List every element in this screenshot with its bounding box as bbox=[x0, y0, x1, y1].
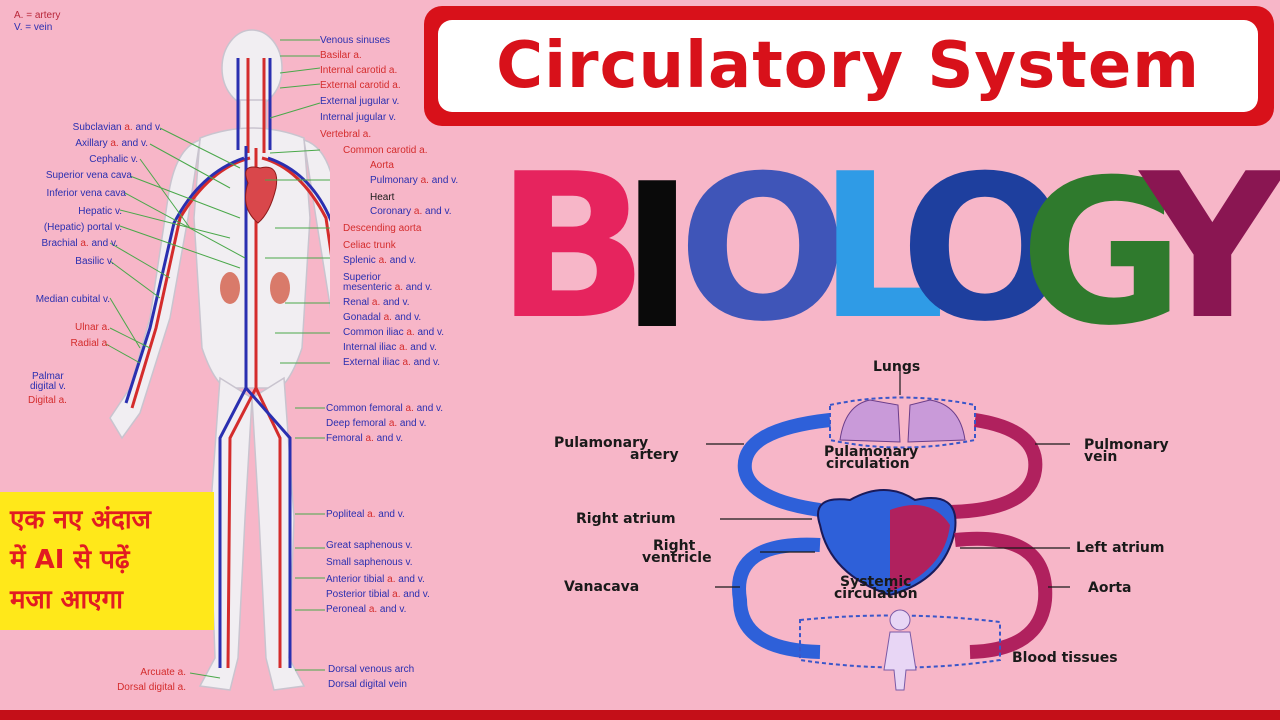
diagram-label-pul-circ-2: circulation bbox=[826, 456, 910, 472]
label-external-carotid: External carotid a. bbox=[320, 80, 401, 91]
label-palmar-2: digital v. bbox=[30, 381, 66, 392]
hindi-line-1: एक नए अंदाज bbox=[10, 505, 151, 535]
diagram-label-right-atrium: Right atrium bbox=[576, 511, 676, 527]
label-peroneal: Peroneal a. and v. bbox=[326, 604, 407, 615]
label-internal-iliac: Internal iliac a. and v. bbox=[343, 342, 437, 353]
label-gonadal: Gonadal a. and v. bbox=[343, 312, 422, 323]
label-great-saphenous: Great saphenous v. bbox=[326, 540, 413, 551]
label-common-femoral: Common femoral a. and v. bbox=[326, 403, 444, 414]
label-median-cubital: Median cubital v. bbox=[35, 294, 110, 305]
diagram-label-right-ventricle-1: Right bbox=[653, 538, 696, 554]
diagram-label-vanacava: Vanacava bbox=[564, 579, 640, 595]
label-dorsal-digital-a: Dorsal digital a. bbox=[117, 682, 186, 693]
label-arcuate: Arcuate a. bbox=[140, 667, 186, 678]
label-anterior-tibial: Anterior tibial a. and v. bbox=[326, 574, 425, 585]
label-digital: Digital a. bbox=[28, 395, 67, 406]
label-pulmonary: Pulmonary a. and v. bbox=[370, 175, 459, 186]
page-title: Circulatory System bbox=[496, 29, 1200, 103]
biology-letter-o1: O bbox=[678, 133, 849, 366]
label-femoral: Femoral a. and v. bbox=[326, 433, 404, 444]
hindi-line-3: मजा आएगा bbox=[10, 585, 123, 615]
diagram-label-pul-circ-1: Pulamonary bbox=[824, 444, 919, 460]
label-deep-femoral: Deep femoral a. and v. bbox=[326, 418, 427, 429]
label-portal: (Hepatic) portal v. bbox=[43, 222, 122, 233]
bottom-bar bbox=[0, 710, 1280, 720]
label-small-saphenous: Small saphenous v. bbox=[326, 557, 413, 568]
label-celiac: Celiac trunk bbox=[343, 240, 396, 251]
diagram-label-sys-circ-1: Systemic bbox=[840, 574, 912, 590]
label-renal: Renal a. and v. bbox=[343, 297, 410, 308]
label-ulnar: Ulnar a. bbox=[74, 322, 110, 333]
diagram-label-right-ventricle-2: ventricle bbox=[642, 550, 712, 566]
label-palmar-1: Palmar bbox=[32, 371, 64, 382]
label-internal-jugular: Internal jugular v. bbox=[320, 112, 396, 123]
diagram-label-sys-circ-2: circulation bbox=[834, 586, 918, 602]
label-dorsal-venous-arch: Dorsal venous arch bbox=[328, 664, 415, 675]
label-subclavian: Subclavian a. and v. bbox=[72, 122, 162, 133]
label-common-iliac: Common iliac a. and v. bbox=[343, 327, 444, 338]
legend-artery: A. = artery bbox=[14, 10, 61, 21]
label-external-jugular: External jugular v. bbox=[320, 96, 400, 107]
label-hepatic: Hepatic v. bbox=[78, 206, 122, 217]
biology-letter-b: B bbox=[496, 131, 649, 364]
label-coronary: Coronary a. and v. bbox=[370, 206, 452, 217]
label-basilic: Basilic v. bbox=[75, 256, 114, 267]
label-posterior-tibial: Posterior tibial a. and v. bbox=[326, 589, 430, 600]
diagram-label-lungs: Lungs bbox=[873, 359, 921, 375]
label-internal-carotid: Internal carotid a. bbox=[320, 65, 398, 76]
label-superior: Superior bbox=[343, 272, 381, 283]
biology-letter-o2: O bbox=[900, 133, 1071, 366]
diagram-label-left-atrium: Left atrium bbox=[1076, 540, 1165, 556]
circulation-diagram bbox=[706, 368, 1070, 691]
biology-letter-y: Y bbox=[1140, 131, 1280, 364]
title-banner: Circulatory System bbox=[424, 6, 1274, 126]
label-brachial: Brachial a. and v. bbox=[41, 238, 118, 249]
label-dorsal-digital-vein: Dorsal digital vein bbox=[328, 679, 407, 690]
label-svc: Superior vena cava bbox=[45, 170, 132, 181]
label-heart: Heart bbox=[370, 192, 395, 203]
diagram-label-pul-artery-2: artery bbox=[630, 447, 679, 463]
label-descending-aorta: Descending aorta bbox=[343, 223, 422, 234]
diagram-label-pul-vein-1: Pulmonary bbox=[1084, 437, 1169, 453]
label-venous-sinuses: Venous sinuses bbox=[320, 35, 391, 46]
label-cephalic: Cephalic v. bbox=[89, 154, 138, 165]
label-axillary: Axillary a. and v. bbox=[75, 138, 148, 149]
diagram-label-aorta: Aorta bbox=[1088, 580, 1132, 596]
label-ivc: Inferior vena cava bbox=[46, 188, 127, 199]
diagram-label-pul-vein-2: vein bbox=[1084, 449, 1118, 465]
diagram-label-blood-tissues: Blood tissues bbox=[1012, 650, 1118, 666]
label-radial: Radial a. bbox=[70, 338, 110, 349]
label-splenic: Splenic a. and v. bbox=[343, 255, 417, 266]
biology-letter-g: G bbox=[1020, 137, 1185, 370]
biology-letter-l: L bbox=[818, 131, 946, 364]
human-body-figure bbox=[105, 29, 330, 691]
label-aorta: Aorta bbox=[370, 160, 394, 171]
label-popliteal: Popliteal a. and v. bbox=[326, 509, 405, 520]
label-external-iliac: External iliac a. and v. bbox=[343, 357, 441, 368]
label-basilar: Basilar a. bbox=[320, 50, 362, 61]
label-mesenteric: mesenteric a. and v. bbox=[343, 282, 433, 293]
biology-letter-i: I bbox=[620, 141, 695, 374]
diagram-label-pul-artery-1: Pulamonary bbox=[554, 435, 649, 451]
hindi-promo-box: एक नए अंदाज में AI से पढ़ें मजा आएगा bbox=[0, 492, 214, 630]
label-common-carotid: Common carotid a. bbox=[343, 145, 428, 156]
label-vertebral: Vertebral a. bbox=[320, 129, 372, 140]
hindi-line-2: में AI से पढ़ें bbox=[10, 545, 130, 575]
legend-vein: V. = vein bbox=[14, 22, 53, 33]
